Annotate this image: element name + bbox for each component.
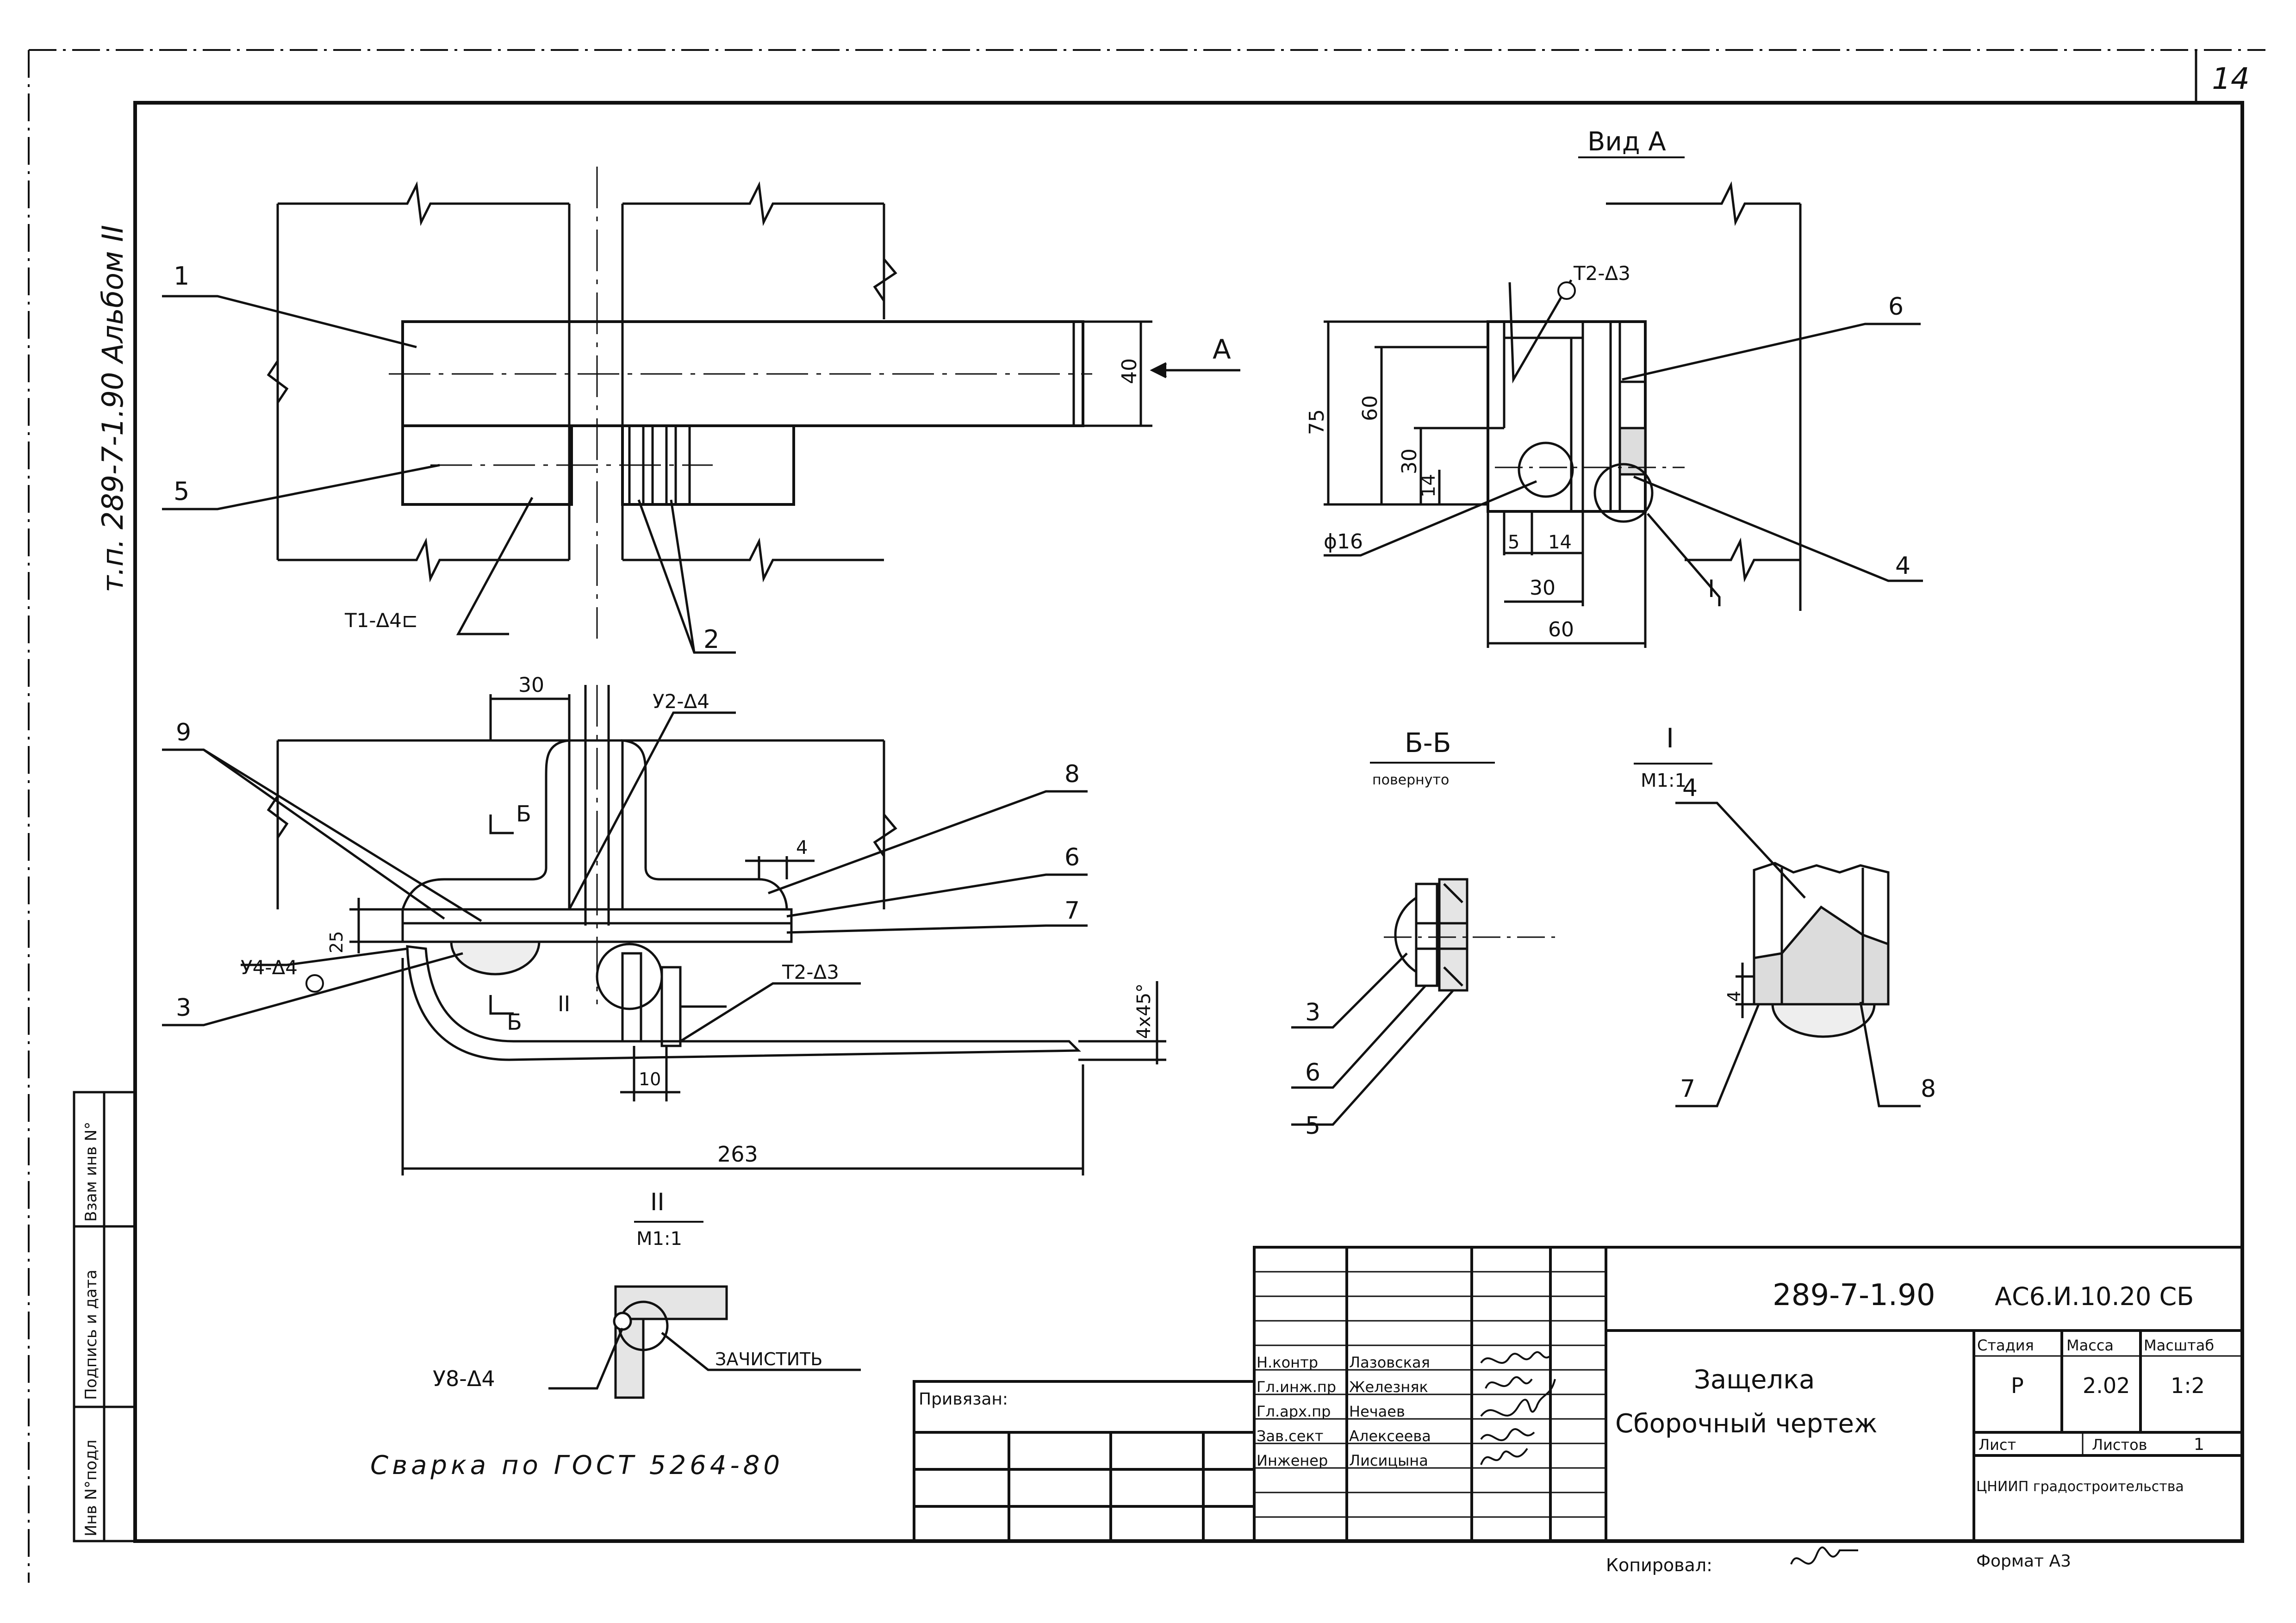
dim-14-horizontal: 14 <box>1548 532 1572 553</box>
front-weld-y4: У4-Δ4 <box>241 956 298 979</box>
view-a-weld-t2: Т2-Δ3 <box>1573 262 1630 285</box>
front-dim-263: 263 <box>717 1142 758 1167</box>
tb-mass-label: Масса <box>2066 1337 2114 1354</box>
dim-phi16: ϕ16 <box>1324 530 1363 553</box>
tb-sheet-label: Лист <box>1979 1436 2016 1454</box>
tb-stage-label: Стадия <box>1977 1337 2034 1354</box>
detail-i-pos-8: 8 <box>1921 1075 1936 1103</box>
arrow-a-label: А <box>1213 334 1231 365</box>
tb-sheets-value: 1 <box>2194 1435 2204 1454</box>
front-pos-8: 8 <box>1064 760 1080 788</box>
front-dim-30: 30 <box>518 673 544 697</box>
detail-i <box>1675 802 1921 1107</box>
front-dim-25: 25 <box>326 931 347 953</box>
detail-ii <box>548 1285 861 1399</box>
dim-5: 5 <box>1508 532 1519 553</box>
welding-note: Сварка по ГОСТ 5264-80 <box>370 1450 784 1480</box>
view-a-pos-4: 4 <box>1895 552 1910 580</box>
section-bb <box>1291 878 1555 1126</box>
tb-role-4: Инженер <box>1257 1452 1328 1469</box>
dim-75: 75 <box>1305 409 1329 435</box>
tb-scale-value: 1:2 <box>2171 1373 2205 1398</box>
tb-name-1: Железняк <box>1349 1378 1428 1396</box>
detail-i-title: I <box>1666 722 1674 754</box>
tb-format-label: Формат А3 <box>1976 1552 2071 1571</box>
plan-dim-40: 40 <box>1118 358 1141 384</box>
front-dim-10: 10 <box>639 1069 661 1089</box>
dim-30-vertical: 30 <box>1398 448 1421 474</box>
detail-i-pos-4: 4 <box>1682 774 1698 802</box>
front-pos-7: 7 <box>1064 897 1080 925</box>
detail-ii-title: II <box>650 1188 665 1216</box>
tb-stage-value: Р <box>2011 1373 2024 1398</box>
strip-sign-date: Подпись и дата <box>82 1269 100 1400</box>
front-weld-y2: У2-Δ4 <box>653 690 709 713</box>
view-a-title: Вид А <box>1587 127 1666 157</box>
weld-flag-circle <box>1557 281 1576 300</box>
front-dim-4x45: 4x45° <box>1133 983 1155 1039</box>
front-marker-ii: II <box>558 991 570 1016</box>
front-view <box>162 685 1166 1175</box>
tb-code-left: 289-7-1.90 <box>1773 1278 1935 1312</box>
signature-marks <box>1480 1351 1858 1565</box>
front-pos-9: 9 <box>176 719 191 746</box>
tb-bound-label: Привязан: <box>919 1390 1008 1409</box>
tb-name-line1: Защелка <box>1694 1365 1815 1395</box>
side-stamp-project: т.п. 289-7-1.90 Альбом II <box>96 225 130 592</box>
detail-i-scale: М1:1 <box>1641 770 1686 791</box>
tb-role-0: Н.контр <box>1257 1354 1318 1371</box>
front-weld-t2: Т2-Δ3 <box>782 961 839 983</box>
left-signature-strip <box>73 1091 137 1542</box>
front-dim-4: 4 <box>796 837 808 858</box>
tb-name-2: Нечаев <box>1349 1403 1405 1420</box>
tb-name-3: Алексеева <box>1349 1427 1431 1445</box>
dim-60-horizontal: 60 <box>1548 618 1574 641</box>
tb-copied-label: Копировал: <box>1606 1555 1712 1575</box>
tb-role-1: Гл.инж.пр <box>1257 1378 1336 1396</box>
tb-mass-value: 2.02 <box>2083 1373 2130 1398</box>
plan-pos-1: 1 <box>174 261 189 291</box>
tb-sheets-label: Листов <box>2092 1436 2147 1454</box>
bb-pos-6: 6 <box>1305 1059 1320 1087</box>
tb-code-right: АС6.И.10.20 СБ <box>1995 1282 2194 1311</box>
dim-14-vertical: 14 <box>1418 474 1439 497</box>
tb-name-line2: Сборочный чертеж <box>1615 1409 1877 1439</box>
detail-i-pos-7: 7 <box>1680 1075 1695 1103</box>
detail-ii-scale: М1:1 <box>636 1228 682 1250</box>
tb-organization: ЦНИИП градостроительства <box>1976 1479 2184 1495</box>
title-block <box>913 1246 2244 1542</box>
dim-30-horizontal: 30 <box>1530 576 1556 600</box>
tb-scale-label: Масштаб <box>2144 1337 2214 1354</box>
view-a <box>1324 181 1923 648</box>
section-bb-subtitle: повернуто <box>1372 772 1449 788</box>
bb-pos-3: 3 <box>1305 999 1320 1026</box>
sheet-number: 14 <box>2212 62 2249 96</box>
dim-60-vertical: 60 <box>1358 395 1382 421</box>
tb-role-2: Гл.арх.пр <box>1257 1403 1331 1420</box>
plan-view <box>162 167 1240 654</box>
plan-pos-5: 5 <box>174 477 189 506</box>
y4-weld-flag <box>305 974 324 993</box>
section-bb-title: Б-Б <box>1405 727 1451 759</box>
sheet-frame <box>28 49 2265 1583</box>
bb-pos-5: 5 <box>1305 1112 1320 1140</box>
view-a-pos-6: 6 <box>1888 293 1904 321</box>
detail-ii-clean: ЗАЧИСТИТЬ <box>715 1349 822 1369</box>
front-pos-3: 3 <box>176 994 191 1022</box>
plan-pos-2: 2 <box>703 625 719 654</box>
detail-i-dim-4: 4 <box>1724 991 1744 1002</box>
section-mark-b-top: Б <box>516 801 531 827</box>
strip-inv-orig: Инв N°подл <box>82 1440 100 1536</box>
front-pos-6: 6 <box>1064 844 1080 871</box>
section-mark-b-bottom: Б <box>507 1009 522 1035</box>
strip-inv-repl: Взам инв N° <box>82 1122 100 1222</box>
tb-name-4: Лисицына <box>1349 1452 1428 1469</box>
tb-role-3: Зав.сект <box>1257 1427 1323 1445</box>
plan-weld-t1: Т1-Δ4⊏ <box>344 609 418 632</box>
view-a-marker-i: I <box>1708 575 1715 603</box>
detail-ii-weld-y8: У8-Δ4 <box>433 1366 495 1391</box>
tb-name-0: Лазовская <box>1349 1354 1430 1371</box>
